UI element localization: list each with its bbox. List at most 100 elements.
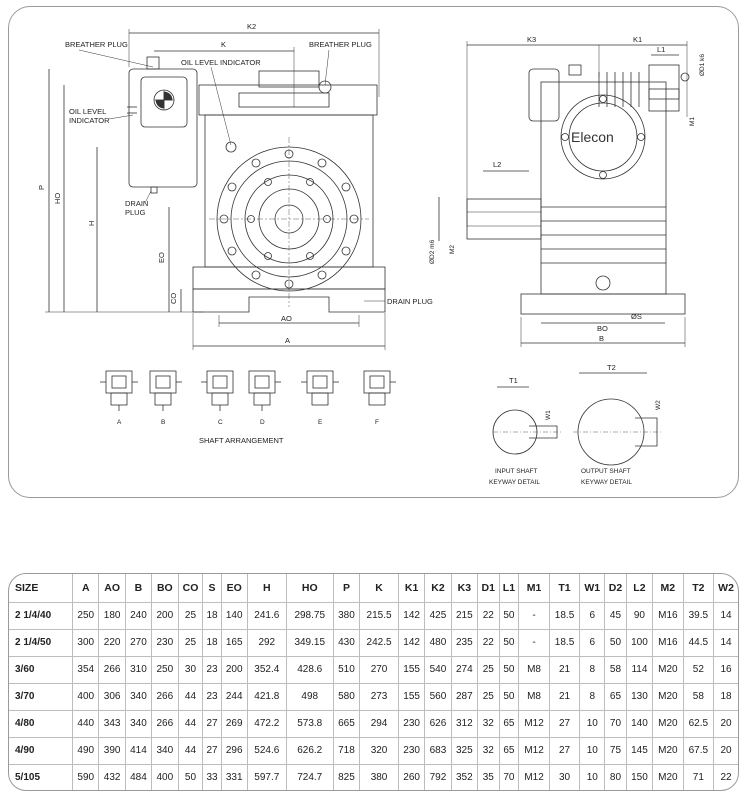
table-cell: 140 — [220, 602, 248, 630]
dim-k2: K2 — [247, 22, 256, 31]
table-cell: 10 — [579, 763, 606, 790]
output-keyway-w2: W2 — [655, 400, 662, 410]
table-cell: 626.2 — [285, 736, 334, 765]
arrangement-a — [100, 370, 138, 411]
table-cell: 292 — [246, 628, 287, 657]
table-cell: 3/60 — [9, 655, 74, 684]
column-header: BO — [151, 574, 179, 603]
dim-co: CO — [169, 293, 178, 304]
table-cell: 21 — [548, 682, 581, 711]
table-cell: 665 — [332, 709, 361, 738]
table-cell: 718 — [332, 736, 361, 765]
dim-k3: K3 — [527, 35, 536, 44]
table-cell: 140 — [625, 709, 654, 738]
column-header: AO — [98, 574, 126, 603]
table-cell: 67.5 — [682, 736, 715, 765]
table-cell: 320 — [359, 736, 399, 765]
column-header: L1 — [498, 574, 520, 603]
table-cell: 27 — [202, 709, 222, 738]
shaft-arrangement-title: SHAFT ARRANGEMENT — [199, 436, 284, 445]
table-cell: 21 — [548, 655, 581, 684]
table-cell: M16 — [652, 602, 684, 630]
elecon-logo: Elecon — [571, 129, 614, 145]
table-cell: 44 — [177, 736, 204, 765]
table-cell: 325 — [450, 736, 479, 765]
table-cell: 242.5 — [359, 628, 399, 657]
table-cell: 260 — [397, 763, 426, 790]
table-cell: 16 — [713, 655, 738, 684]
table-cell: 22 — [713, 763, 738, 790]
table-cell: 4/90 — [9, 736, 74, 765]
table-cell: 390 — [98, 736, 126, 765]
table-cell: 560 — [424, 682, 452, 711]
keyway-details: T1 W1 INPUT SHAFT KEYWAY DETAIL T2 W2 OU… — [489, 363, 662, 486]
table-cell: 39.5 — [682, 602, 715, 630]
table-cell: 18.5 — [548, 628, 581, 657]
table-cell: 50 — [498, 602, 520, 630]
table-cell: 294 — [359, 709, 399, 738]
dim-k1: K1 — [633, 35, 642, 44]
table-cell: 100 — [625, 628, 654, 657]
table-cell: 432 — [98, 763, 126, 790]
table-cell: 266 — [151, 682, 179, 711]
table-cell: 65 — [498, 709, 520, 738]
dim-a: A — [285, 336, 290, 345]
table-cell: 273 — [359, 682, 399, 711]
column-header: D1 — [477, 574, 500, 603]
table-cell: 27 — [548, 709, 581, 738]
table-cell: 25 — [477, 682, 500, 711]
table-cell: M20 — [652, 655, 684, 684]
arrangement-label-e: E — [318, 419, 323, 426]
table-cell: 244 — [220, 682, 248, 711]
table-cell: 180 — [98, 602, 126, 630]
column-header: W2 — [713, 574, 738, 603]
table-cell: 235 — [450, 628, 479, 657]
table-cell: 792 — [424, 763, 452, 790]
column-header: L2 — [625, 574, 654, 603]
table-cell: 6 — [579, 628, 606, 657]
callout-oil-level-top: OIL LEVEL INDICATOR — [181, 58, 261, 67]
arrangement-label-b: B — [161, 419, 165, 426]
table-cell: 825 — [332, 763, 361, 790]
table-cell: 50 — [604, 628, 627, 657]
table-cell: 340 — [124, 682, 153, 711]
table-cell: 250 — [151, 655, 179, 684]
table-cell: 683 — [424, 736, 452, 765]
column-header: S — [202, 574, 222, 603]
table-cell: 27 — [202, 736, 222, 765]
table-cell: 18 — [713, 682, 738, 711]
arrangement-b — [149, 370, 182, 411]
column-header: K — [359, 574, 399, 603]
table-cell: 155 — [397, 655, 426, 684]
table-cell: 340 — [124, 709, 153, 738]
table-cell: 349.15 — [285, 628, 334, 657]
table-cell: 33 — [202, 763, 222, 790]
table-cell: 230 — [151, 628, 179, 657]
table-cell: - — [518, 628, 550, 657]
table-cell: 18.5 — [548, 602, 581, 630]
table-cell: 155 — [397, 682, 426, 711]
table-cell: 50 — [498, 655, 520, 684]
table-cell: 32 — [477, 736, 500, 765]
table-cell: 165 — [220, 628, 248, 657]
table-cell: 8 — [579, 655, 606, 684]
column-header: D2 — [604, 574, 627, 603]
table-cell: 50 — [498, 628, 520, 657]
table-cell: 10 — [579, 709, 606, 738]
callout-drain-left-1: DRAIN — [125, 199, 148, 208]
table-cell: 215.5 — [359, 602, 399, 630]
table-cell: - — [518, 602, 550, 630]
table-cell: 421.8 — [246, 682, 287, 711]
table-cell: 220 — [98, 628, 126, 657]
table-cell: 250 — [72, 602, 100, 630]
table-cell: 114 — [625, 655, 654, 684]
table-cell: 340 — [151, 736, 179, 765]
table-cell: 62.5 — [682, 709, 715, 738]
arrangement-label-c: C — [218, 419, 223, 426]
table-cell: 44 — [177, 709, 204, 738]
